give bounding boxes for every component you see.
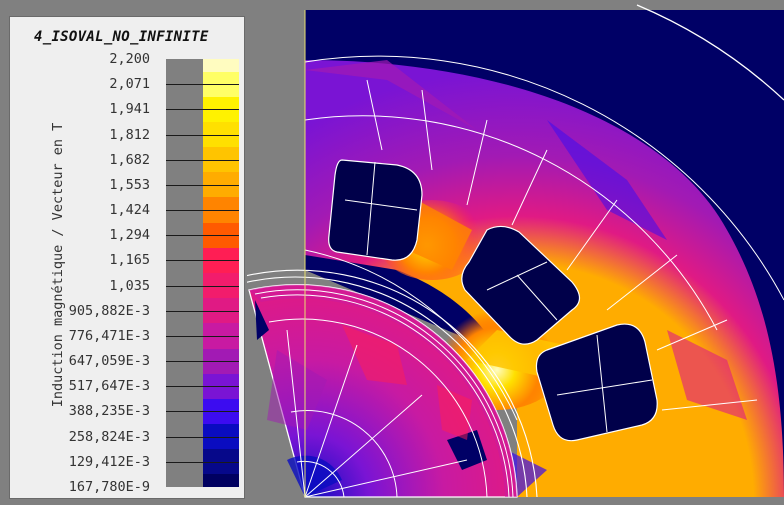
rotor-mesh-lines (254, 289, 514, 498)
legend-tick-line (166, 260, 239, 262)
legend-tick-label: 905,882E-3 (68, 302, 150, 319)
legend-tick-label: 2,200 (109, 51, 150, 67)
legend-grey-column (166, 59, 203, 487)
rotor (248, 284, 518, 498)
air-gap-lines (247, 269, 538, 498)
field-map-view[interactable] (247, 0, 784, 505)
legend-swatch (203, 247, 239, 273)
legend-tick-line (166, 461, 239, 463)
legend-tick-line (166, 335, 239, 337)
legend-tick-label: 517,647E-3 (68, 378, 150, 395)
legend-tick-label: 776,471E-3 (68, 327, 150, 344)
legend-tick-line (166, 84, 239, 86)
legend-tick-line (166, 386, 239, 388)
legend-tick-line (166, 285, 239, 287)
color-legend: 4_ISOVAL_NO_INFINITE Induction magnétiqu… (9, 16, 245, 499)
legend-tick-label: 167,780E-9 (68, 479, 150, 495)
legend-title: 4_ISOVAL_NO_INFINITE (34, 29, 209, 45)
legend-tick-label: 258,824E-3 (68, 428, 150, 445)
legend-swatch (203, 147, 239, 173)
legend-tick-line (166, 310, 239, 312)
legend-tick-line (166, 436, 239, 438)
legend-swatch (203, 222, 239, 248)
legend-tick-line (166, 134, 239, 136)
legend-quantity-label: Induction magnétique / Vecteur en T (50, 122, 66, 408)
legend-swatch (203, 474, 239, 487)
legend-tick-label: 1,812 (109, 126, 150, 143)
legend-swatch (203, 172, 239, 198)
legend-tick-label: 1,165 (109, 252, 150, 269)
legend-tick-line (166, 235, 239, 237)
legend-swatch (203, 59, 239, 72)
legend-tick-line (166, 159, 239, 161)
legend-tick-label: 1,941 (109, 101, 150, 118)
legend-tick-line (166, 184, 239, 186)
legend-tick-label: 1,294 (109, 227, 150, 244)
legend-tick-label: 647,059E-3 (68, 353, 150, 370)
boundary-arc (304, 4, 784, 497)
legend-tick-line (166, 411, 239, 413)
legend-tick-label: 1,553 (109, 176, 150, 193)
legend-swatch (203, 96, 239, 122)
legend-swatch (203, 323, 239, 349)
legend-swatch (203, 424, 239, 450)
legend-tick-line (166, 109, 239, 111)
legend-tick-label: 1,682 (109, 151, 150, 168)
stator-mesh-lines (304, 55, 784, 433)
legend-tick-label: 388,235E-3 (68, 403, 150, 420)
legend-tick-label: 129,412E-3 (68, 453, 150, 470)
legend-tick-label: 1,035 (109, 277, 150, 294)
legend-swatch (203, 348, 239, 374)
legend-swatch (203, 71, 239, 97)
legend-color-scale (203, 59, 239, 487)
legend-tick-label: 2,071 (109, 76, 150, 93)
legend-tick-label: 1,424 (109, 202, 150, 219)
stator-slots (328, 159, 658, 442)
legend-tick-line (166, 361, 239, 363)
legend-tick-line (166, 210, 239, 212)
legend-swatch (203, 398, 239, 425)
